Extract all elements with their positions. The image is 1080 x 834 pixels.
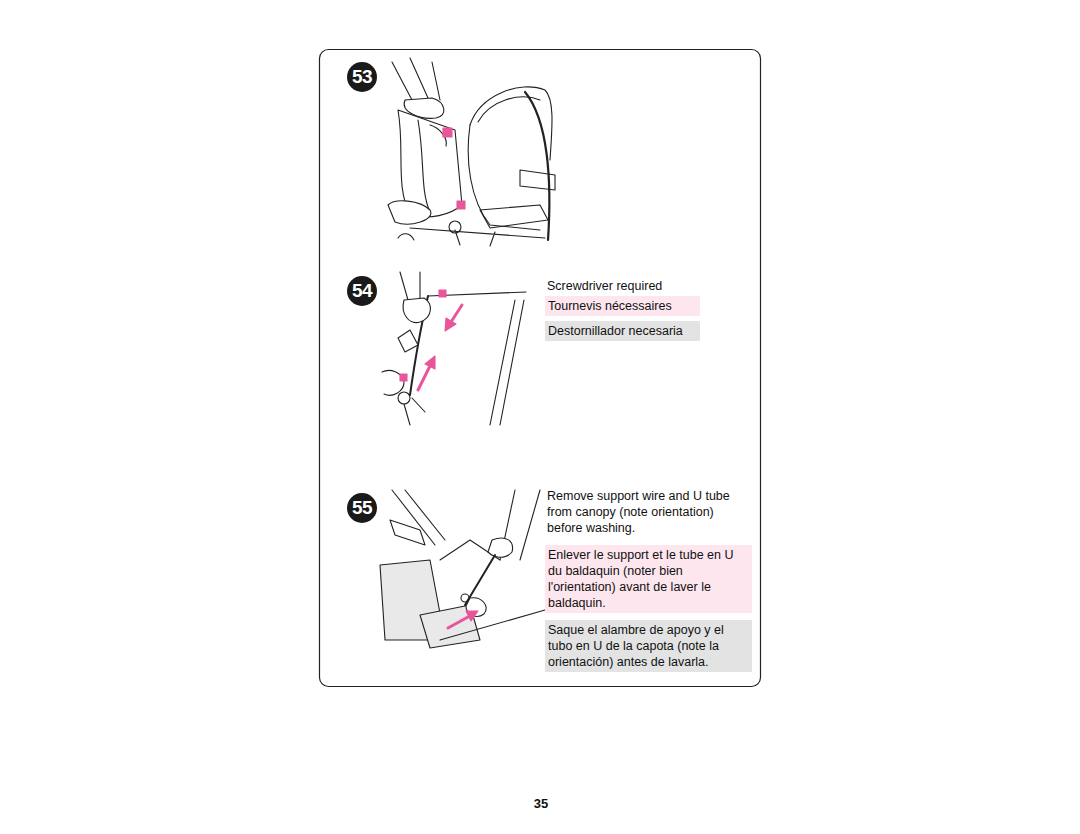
highlight-clip	[457, 201, 465, 209]
highlight-clip	[443, 128, 452, 137]
hinge-block	[390, 520, 425, 545]
spanish-text-band: Saque el alambre de apoyo y el tubo en U…	[545, 620, 752, 672]
highlight-screw	[400, 374, 407, 381]
arrow-down	[451, 305, 462, 322]
instruction-text: Saque el alambre de apoyo y el tubo en U…	[548, 622, 749, 670]
figure-54	[382, 272, 526, 425]
tray	[480, 205, 548, 228]
hand	[404, 98, 444, 118]
step-number: 53	[347, 62, 377, 92]
parent-tray	[520, 170, 555, 190]
arm	[400, 272, 420, 300]
fabric-fold	[418, 120, 430, 212]
callout-number: 55	[352, 497, 372, 519]
arrow-up	[418, 366, 430, 390]
frame-tube	[440, 610, 545, 640]
page-frame	[320, 50, 761, 687]
page-number: 35	[526, 796, 556, 812]
basket-mesh	[420, 605, 480, 648]
canopy-tube	[525, 92, 549, 240]
hub	[449, 221, 461, 233]
arrow	[448, 617, 468, 628]
hinge	[398, 392, 410, 404]
step-number: 55	[347, 493, 377, 523]
wheel	[398, 234, 414, 240]
arms	[392, 58, 440, 100]
callout-number: 54	[352, 280, 372, 302]
french-text-band: Enlever le support et le tube en U du ba…	[545, 545, 752, 613]
figure-53	[388, 58, 555, 246]
spanish-text-band: Destornillador necesaria	[545, 321, 700, 341]
screw	[461, 594, 469, 602]
arrowhead	[445, 318, 456, 331]
instruction-text: Tournevis nécessaires	[548, 298, 697, 314]
instruction-text: Destornillador necesaria	[548, 323, 697, 339]
highlight-screw	[439, 290, 446, 297]
hand	[403, 298, 430, 323]
hand	[488, 538, 513, 557]
frame-legs	[410, 228, 545, 246]
figure-55	[380, 490, 545, 648]
instruction-text: Screwdriver required	[544, 276, 749, 296]
arrowhead	[425, 356, 435, 369]
canopy-side	[468, 125, 540, 230]
step-number: 54	[347, 276, 377, 306]
arrowhead	[466, 611, 478, 621]
instruction-text: Remove support wire and U tube from cano…	[544, 486, 754, 538]
footrest	[388, 201, 431, 224]
screwdriver-handle	[398, 330, 418, 352]
instruction-text: Enlever le support et le tube en U du ba…	[548, 547, 749, 611]
french-text-band: Tournevis nécessaires	[545, 296, 700, 316]
frame-tube	[404, 398, 425, 425]
canopy-line	[490, 300, 524, 425]
callout-number: 53	[352, 66, 372, 88]
